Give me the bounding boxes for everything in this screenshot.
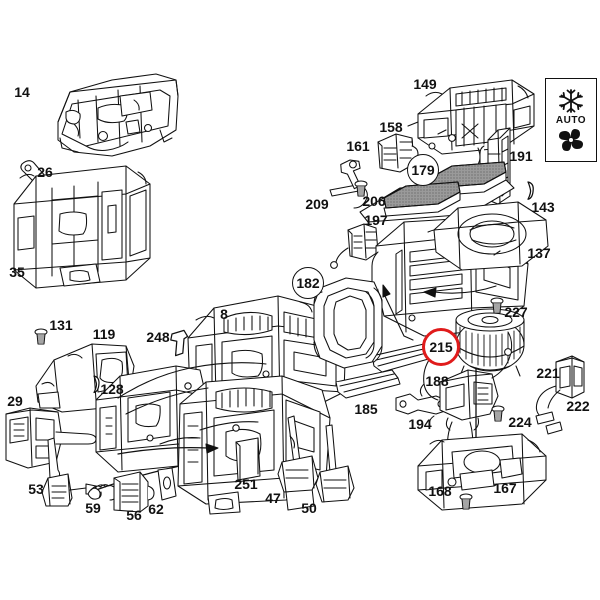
callout-191: 191 bbox=[509, 148, 533, 164]
callout-221: 221 bbox=[536, 365, 560, 381]
callout-8: 8 bbox=[220, 306, 228, 322]
snowflake-icon bbox=[559, 88, 583, 113]
callout-29: 29 bbox=[7, 393, 23, 409]
auto-label: AUTO bbox=[555, 114, 587, 126]
callout-248: 248 bbox=[146, 329, 170, 345]
callout-label: 179 bbox=[411, 162, 435, 178]
callout-149: 149 bbox=[413, 76, 437, 92]
circled-callout-182: 182 bbox=[292, 267, 324, 299]
callout-161: 161 bbox=[346, 138, 370, 154]
callout-14: 14 bbox=[14, 84, 30, 100]
callout-131: 131 bbox=[49, 317, 73, 333]
callout-35: 35 bbox=[9, 264, 25, 280]
callout-158: 158 bbox=[379, 119, 403, 135]
circled-callout-179: 179 bbox=[407, 154, 439, 186]
callout-188: 188 bbox=[425, 373, 449, 389]
callout-197: 197 bbox=[364, 212, 388, 228]
fan-icon bbox=[559, 128, 583, 151]
callout-251: 251 bbox=[234, 476, 258, 492]
callout-222: 222 bbox=[566, 398, 590, 414]
auto-climate-badge: AUTO bbox=[545, 78, 597, 162]
callout-167: 167 bbox=[493, 480, 517, 496]
highlighted-callout-215: 215 bbox=[422, 328, 460, 366]
callout-209: 209 bbox=[305, 196, 329, 212]
callout-50: 50 bbox=[301, 500, 317, 516]
callout-143: 143 bbox=[531, 199, 555, 215]
callout-137: 137 bbox=[527, 245, 551, 261]
callout-62: 62 bbox=[148, 501, 164, 517]
callout-26: 26 bbox=[37, 164, 53, 180]
callout-185: 185 bbox=[354, 401, 378, 417]
callout-194: 194 bbox=[408, 416, 432, 432]
callout-168: 168 bbox=[428, 483, 452, 499]
callout-224: 224 bbox=[508, 414, 532, 430]
callout-53: 53 bbox=[28, 481, 44, 497]
callout-56: 56 bbox=[126, 507, 142, 523]
callout-206: 206 bbox=[362, 193, 386, 209]
callout-119: 119 bbox=[92, 326, 116, 342]
callout-59: 59 bbox=[85, 500, 101, 516]
callout-label: 182 bbox=[296, 275, 320, 291]
callout-47: 47 bbox=[265, 490, 281, 506]
callout-label: 215 bbox=[429, 339, 453, 355]
callout-227: 227 bbox=[504, 304, 528, 320]
callout-128: 128 bbox=[100, 381, 124, 397]
